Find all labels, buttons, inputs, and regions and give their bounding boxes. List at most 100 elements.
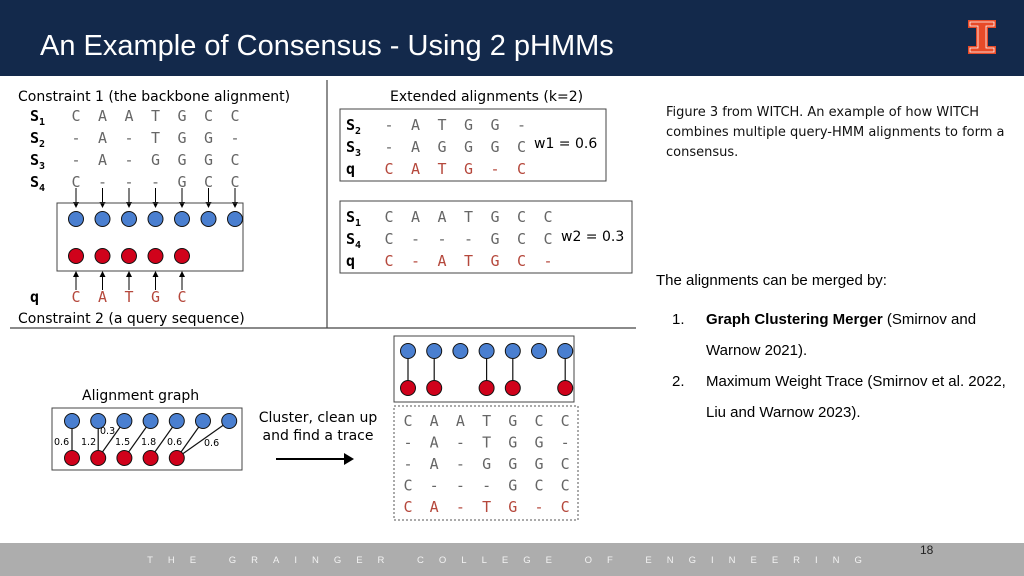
result-top-node	[426, 343, 443, 359]
extended-cell: G	[490, 116, 499, 134]
result-cell: C	[534, 412, 543, 430]
result-cell: C	[561, 498, 570, 516]
hmm-nodes	[68, 211, 243, 264]
slide-header: An Example of Consensus - Using 2 pHMMs	[0, 0, 1024, 76]
result-cell: C	[403, 498, 412, 516]
extended-cell: T	[437, 116, 446, 134]
merge-title: The alignments can be merged by:	[656, 272, 887, 289]
backbone-cell: -	[71, 151, 80, 169]
result-cell: C	[403, 412, 412, 430]
result-cell: T	[482, 498, 491, 516]
backbone-cell: C	[204, 173, 213, 191]
result-cell: G	[508, 455, 517, 473]
backbone-cell: A	[98, 107, 107, 125]
result-bottom-node	[504, 380, 521, 396]
constraint2-title: Constraint 2 (a query sequence)	[18, 311, 245, 327]
graph-bottom-node	[64, 450, 80, 466]
result-cell: G	[508, 412, 517, 430]
backbone-cell: A	[98, 129, 107, 147]
extended-cell: C	[384, 208, 393, 226]
result-cell: G	[482, 455, 491, 473]
backbone-cell: A	[124, 107, 133, 125]
edge-weight: 0.6	[54, 437, 69, 448]
extended-cell: A	[411, 160, 420, 178]
arrow-head-icon	[73, 271, 79, 277]
list-text: Graph Clustering Merger (Smirnov and War…	[706, 304, 1018, 366]
edge-weight: 1.8	[141, 437, 156, 448]
weight-1: w1 = 0.6	[534, 136, 597, 152]
university-logo-icon	[968, 20, 996, 54]
result-cell: C	[561, 477, 570, 495]
extended-cell: -	[437, 230, 446, 248]
list-number: 1.	[672, 311, 685, 328]
graph-bottom-node	[142, 450, 159, 466]
extended-row-label: S1	[346, 208, 361, 229]
backbone-cell: T	[151, 129, 160, 147]
extended-cell: C	[384, 230, 393, 248]
backbone-row-label: S4	[30, 173, 45, 194]
edge-weight: 0.6	[204, 438, 219, 449]
edge-weight: 1.2	[81, 437, 96, 448]
extended-cell: C	[517, 138, 526, 156]
result-cell: A	[430, 455, 439, 473]
cluster-arrow-head-icon	[344, 453, 354, 465]
backbone-row-label: S3	[30, 151, 45, 172]
extended-cell: G	[464, 160, 473, 178]
extended-cell: -	[411, 230, 420, 248]
result-top-node	[478, 343, 495, 359]
slide-footer: THE GRAINGER COLLEGE OF ENGINEERING	[0, 543, 1024, 576]
result-cell: G	[508, 477, 517, 495]
backbone-cell: C	[71, 173, 80, 191]
query-label: q	[30, 288, 39, 306]
extended-cell: C	[543, 208, 552, 226]
extended-cell: C	[517, 230, 526, 248]
result-cell: -	[482, 477, 491, 495]
result-cell: G	[508, 498, 517, 516]
result-cell: T	[482, 412, 491, 430]
match-state-node	[227, 211, 243, 227]
graph-top-node	[168, 413, 185, 429]
backbone-cell: T	[151, 107, 160, 125]
extended-cell: G	[490, 230, 499, 248]
graph-box	[51, 407, 243, 471]
extended-box-2	[339, 200, 633, 274]
graph-bottom-node	[168, 450, 185, 466]
result-alignment-box	[393, 405, 579, 521]
match-state-node	[121, 211, 137, 227]
result-cell: -	[456, 455, 465, 473]
college-name: THE GRAINGER COLLEGE OF ENGINEERING	[147, 555, 877, 566]
extended-cell: C	[517, 252, 526, 270]
result-top-node	[452, 343, 469, 359]
match-state-node	[68, 211, 84, 227]
result-cell: -	[456, 477, 465, 495]
result-bottom-node	[426, 380, 443, 396]
result-cell: -	[403, 455, 412, 473]
extended-cell: A	[411, 138, 420, 156]
backbone-cell: A	[98, 151, 107, 169]
result-cell: G	[534, 455, 543, 473]
result-top-node	[557, 343, 574, 359]
result-cell: -	[456, 434, 465, 452]
cluster-label-line1: Cluster, clean up	[259, 410, 378, 426]
query-cell: A	[98, 288, 107, 306]
result-cell: -	[403, 434, 412, 452]
backbone-cell: -	[98, 173, 107, 191]
result-cell: A	[430, 498, 439, 516]
cluster-label-line2: and find a trace	[263, 428, 374, 444]
extended-title: Extended alignments (k=2)	[390, 89, 583, 105]
weight-2: w2 = 0.3	[561, 229, 624, 245]
result-cell: -	[534, 498, 543, 516]
backbone-cell: G	[177, 129, 186, 147]
backbone-cell: C	[204, 107, 213, 125]
extended-cell: -	[384, 116, 393, 134]
result-cell: -	[456, 498, 465, 516]
result-cell: A	[430, 434, 439, 452]
result-cell: -	[561, 434, 570, 452]
extended-cell: G	[437, 138, 446, 156]
graph-top-node	[90, 413, 107, 429]
query-cell: G	[151, 288, 160, 306]
list-bold: Graph Clustering Merger	[706, 311, 883, 328]
